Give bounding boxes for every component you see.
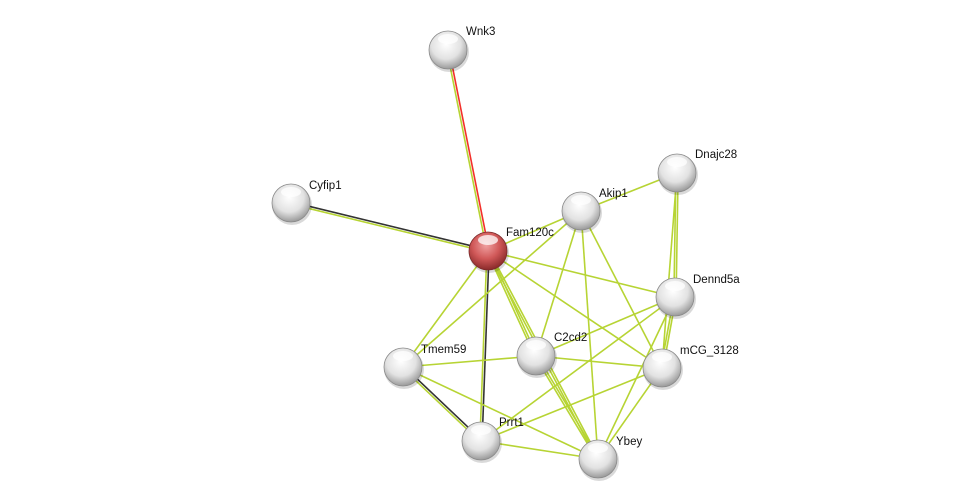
edge-Tmem59-Ybey[interactable] (402, 366, 599, 460)
edge-line-textmining (479, 250, 488, 441)
edge-Fam120c-mCG_3128[interactable] (487, 250, 663, 369)
node-label: Akip1 (599, 188, 628, 200)
node-highlight (438, 34, 458, 44)
edge-line-textmining (480, 440, 599, 460)
edge-Akip1-Tmem59[interactable] (402, 210, 582, 368)
node-Tmem59[interactable]: Tmem59 (383, 344, 466, 389)
node-Dnajc28[interactable]: Dnajc28 (657, 149, 737, 195)
node-label: Wnk3 (466, 26, 495, 38)
node-Cyfip1[interactable]: Cyfip1 (271, 180, 342, 225)
node-Prrt1[interactable]: Prrt1 (461, 417, 524, 463)
node-label: Dnajc28 (695, 149, 737, 161)
edge-line-textmining (480, 296, 676, 442)
edge-Fam120c-Tmem59[interactable] (402, 250, 489, 368)
edge-line-textmining (402, 366, 599, 460)
node-highlight (588, 443, 608, 453)
edge-Dennd5a-Prrt1[interactable] (480, 296, 676, 442)
node-Wnk3[interactable]: Wnk3 (428, 26, 495, 72)
edge-line-textmining (402, 250, 489, 368)
edge-line-textmining (480, 367, 663, 442)
node-highlight (393, 351, 413, 361)
edge-line-textmining (675, 173, 679, 298)
edge-line-textmining (536, 355, 600, 459)
edge-line-textmining (661, 172, 678, 369)
edge-line-textmining (535, 355, 663, 369)
node-Fam120c[interactable]: Fam120c (468, 227, 554, 273)
edge-line-textmining (535, 210, 582, 357)
node-label: Dennd5a (693, 274, 740, 286)
edge-Prrt1-mCG_3128[interactable] (480, 367, 663, 442)
edge-line-textmining (487, 250, 676, 298)
edge-line-textmining (535, 296, 676, 357)
edge-Cyfip1-Fam120c[interactable] (290, 201, 489, 253)
node-highlight (281, 187, 301, 197)
node-label: C2cd2 (554, 332, 587, 344)
node-label: mCG_3128 (680, 345, 739, 357)
edge-line-coexpression (291, 201, 489, 251)
node-C2cd2[interactable]: C2cd2 (516, 332, 587, 378)
edge-line-textmining (446, 50, 488, 252)
edge-line-textmining (290, 203, 488, 253)
node-highlight (652, 352, 672, 362)
edge-Dennd5a-C2cd2[interactable] (535, 296, 676, 357)
node-label: Fam120c (506, 227, 554, 239)
edge-Akip1-C2cd2[interactable] (535, 210, 582, 357)
node-label: Cyfip1 (309, 180, 342, 192)
edge-line-textmining (487, 250, 663, 369)
node-Akip1[interactable]: Akip1 (561, 188, 628, 233)
edge-line-textmining (534, 356, 598, 460)
edge-C2cd2-Ybey[interactable] (534, 355, 600, 460)
node-label: Ybey (616, 436, 642, 448)
edge-line-coexpression (481, 251, 490, 442)
edge-Wnk3-Fam120c[interactable] (446, 49, 490, 252)
edge-line-textmining (402, 355, 537, 368)
edge-Dnajc28-mCG_3128[interactable] (661, 172, 678, 369)
node-highlight (478, 235, 498, 245)
node-highlight (667, 157, 687, 167)
edge-Akip1-mCG_3128[interactable] (580, 210, 663, 369)
edge-Prrt1-Ybey[interactable] (480, 440, 599, 460)
node-highlight (571, 195, 591, 205)
node-Dennd5a[interactable]: Dennd5a (655, 274, 740, 319)
node-Ybey[interactable]: Ybey (578, 436, 642, 481)
node-mCG_3128[interactable]: mCG_3128 (642, 345, 739, 390)
edge-line-textmining (402, 210, 582, 368)
edge-C2cd2-mCG_3128[interactable] (535, 355, 663, 369)
node-label: Prrt1 (499, 417, 524, 429)
node-highlight (471, 425, 491, 435)
node-label: Tmem59 (421, 344, 466, 356)
edge-line-experiments (448, 49, 490, 251)
edge-line-textmining (580, 210, 663, 369)
edge-Akip1-Ybey[interactable] (580, 210, 599, 460)
edge-line-textmining (580, 210, 599, 460)
node-highlight (526, 340, 546, 350)
edge-Fam120c-Dennd5a[interactable] (487, 250, 676, 298)
edge-Fam120c-Prrt1[interactable] (479, 250, 490, 442)
edge-Tmem59-C2cd2[interactable] (402, 355, 537, 368)
node-highlight (665, 281, 685, 291)
